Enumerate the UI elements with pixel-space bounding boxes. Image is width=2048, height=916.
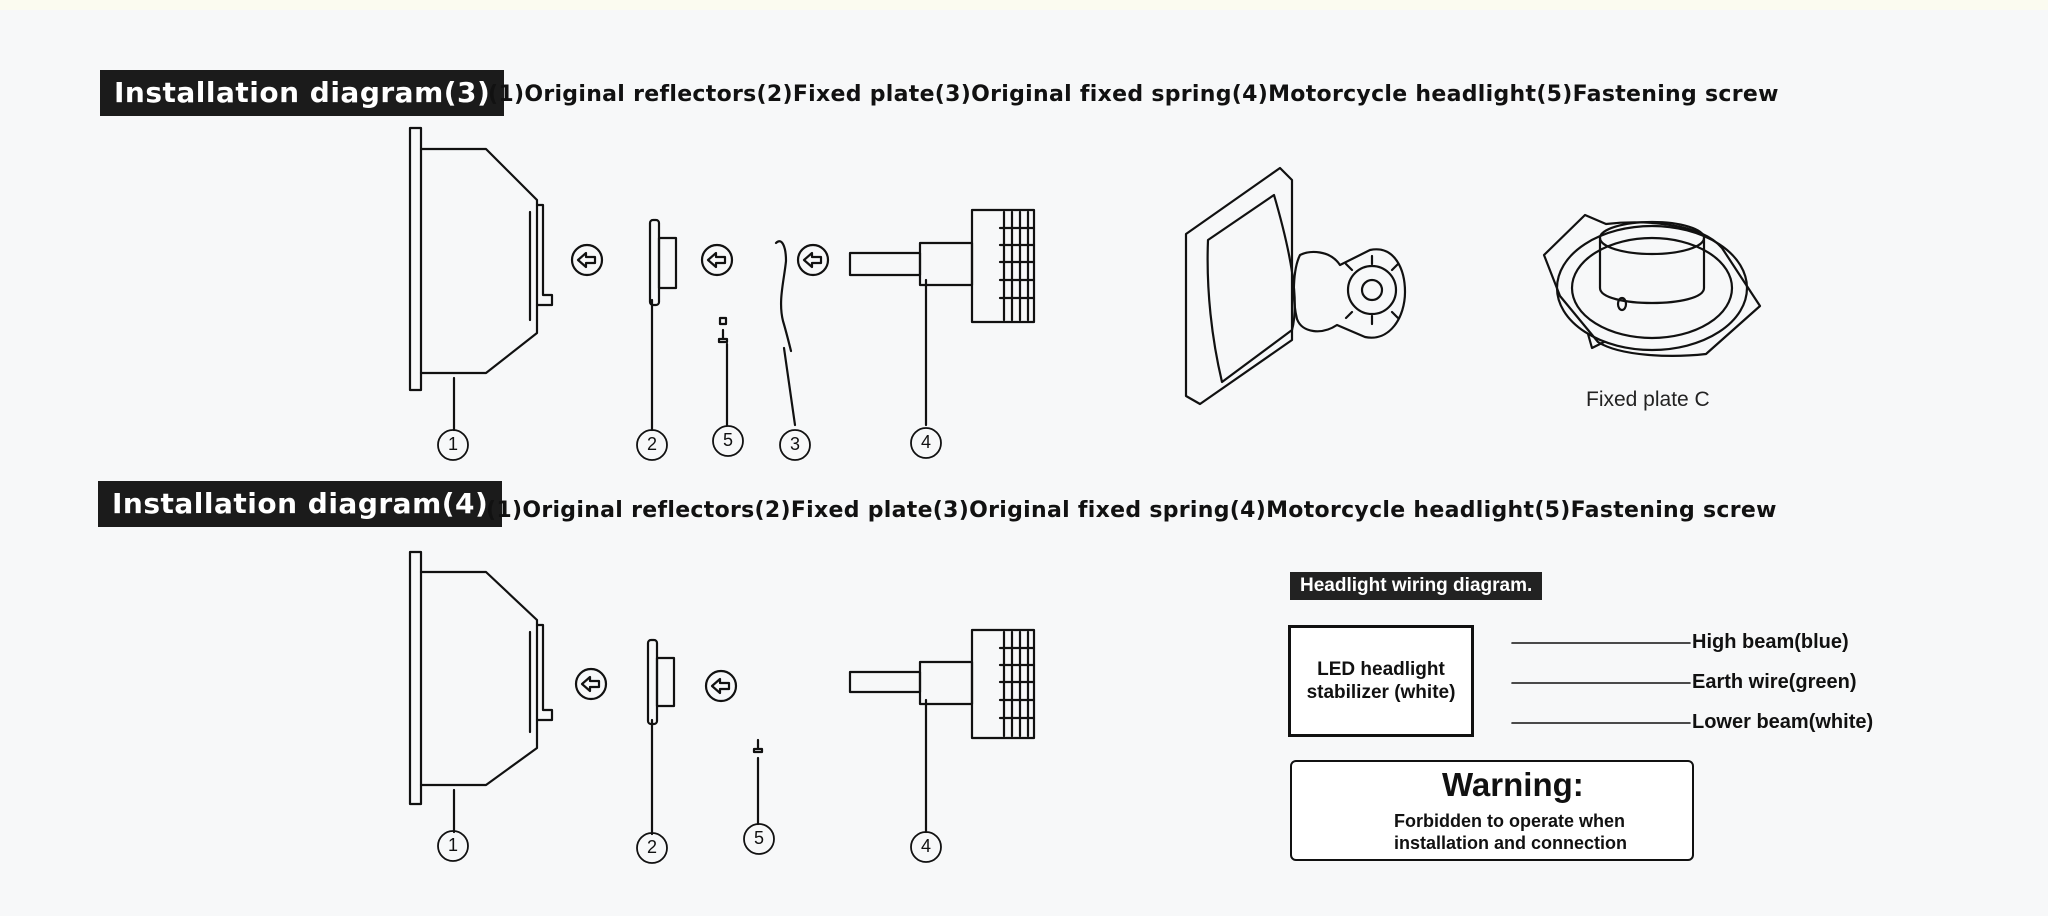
stabilizer-box: LED headlight stabilizer (white) — [1288, 625, 1474, 737]
scan-edge — [0, 0, 2048, 10]
callout-number: 2 — [646, 837, 657, 857]
wire-low-beam: Lower beam(white) — [1692, 711, 1874, 733]
warning-title: Warning: — [1442, 766, 1584, 803]
callout-number: 4 — [920, 836, 931, 856]
screw-icon — [717, 316, 729, 344]
diagram3-legend: (1)Original reflectors(2)Fixed plate(3)O… — [488, 82, 1779, 107]
wiring-title: Headlight wiring diagram. — [1290, 572, 1543, 600]
fixed-plate-icon — [648, 218, 678, 307]
callout-circles — [437, 425, 942, 864]
fixed-plate-icon — [646, 638, 676, 726]
warning-box — [1290, 760, 1694, 861]
spring-icon — [774, 240, 793, 353]
callout-number: 4 — [920, 432, 931, 452]
arrow-left-icon — [796, 243, 830, 277]
callout-number: 5 — [753, 828, 764, 848]
led-bulb-icon — [848, 628, 1036, 740]
warning-text: Forbidden to operate when installation a… — [1394, 810, 1627, 854]
wire-earth: Earth wire(green) — [1692, 671, 1857, 693]
arrow-left-icon — [570, 243, 604, 277]
warning-line1: Forbidden to operate when — [1394, 811, 1626, 831]
callout-number: 2 — [646, 434, 657, 454]
arrow-left-icon — [700, 243, 734, 277]
callout-number: 1 — [447, 835, 458, 855]
diagram4-legend: (1)Original reflectors(2)Fixed plate(3)O… — [486, 498, 1777, 523]
stabilizer-line1: LED headlight — [1317, 659, 1445, 680]
callout-number: 5 — [722, 430, 733, 450]
diagram3-title: Installation diagram(3) — [100, 70, 505, 116]
fixed-plate-caption: Fixed plate C — [1586, 388, 1710, 411]
callout-leaders — [452, 278, 928, 432]
callout-leaders — [452, 698, 928, 836]
arrow-left-icon — [704, 669, 738, 703]
screw-icon — [752, 738, 764, 754]
fixed-plate-c-icon — [1542, 213, 1762, 357]
reflector-icon — [408, 126, 554, 392]
callout-number: 1 — [447, 434, 458, 454]
wire-lines — [1511, 642, 1691, 724]
callout-number: 3 — [789, 434, 800, 454]
diagram4-title: Installation diagram(4) — [98, 481, 503, 527]
led-bulb-icon — [848, 208, 1036, 324]
warning-line2: installation and connection — [1394, 833, 1628, 853]
reflector-icon — [408, 550, 554, 806]
assembled-headlight-icon — [1184, 166, 1407, 406]
arrow-left-icon — [574, 667, 608, 701]
stabilizer-line2: stabilizer (white) — [1306, 682, 1456, 703]
wire-high-beam: High beam(blue) — [1692, 631, 1849, 653]
